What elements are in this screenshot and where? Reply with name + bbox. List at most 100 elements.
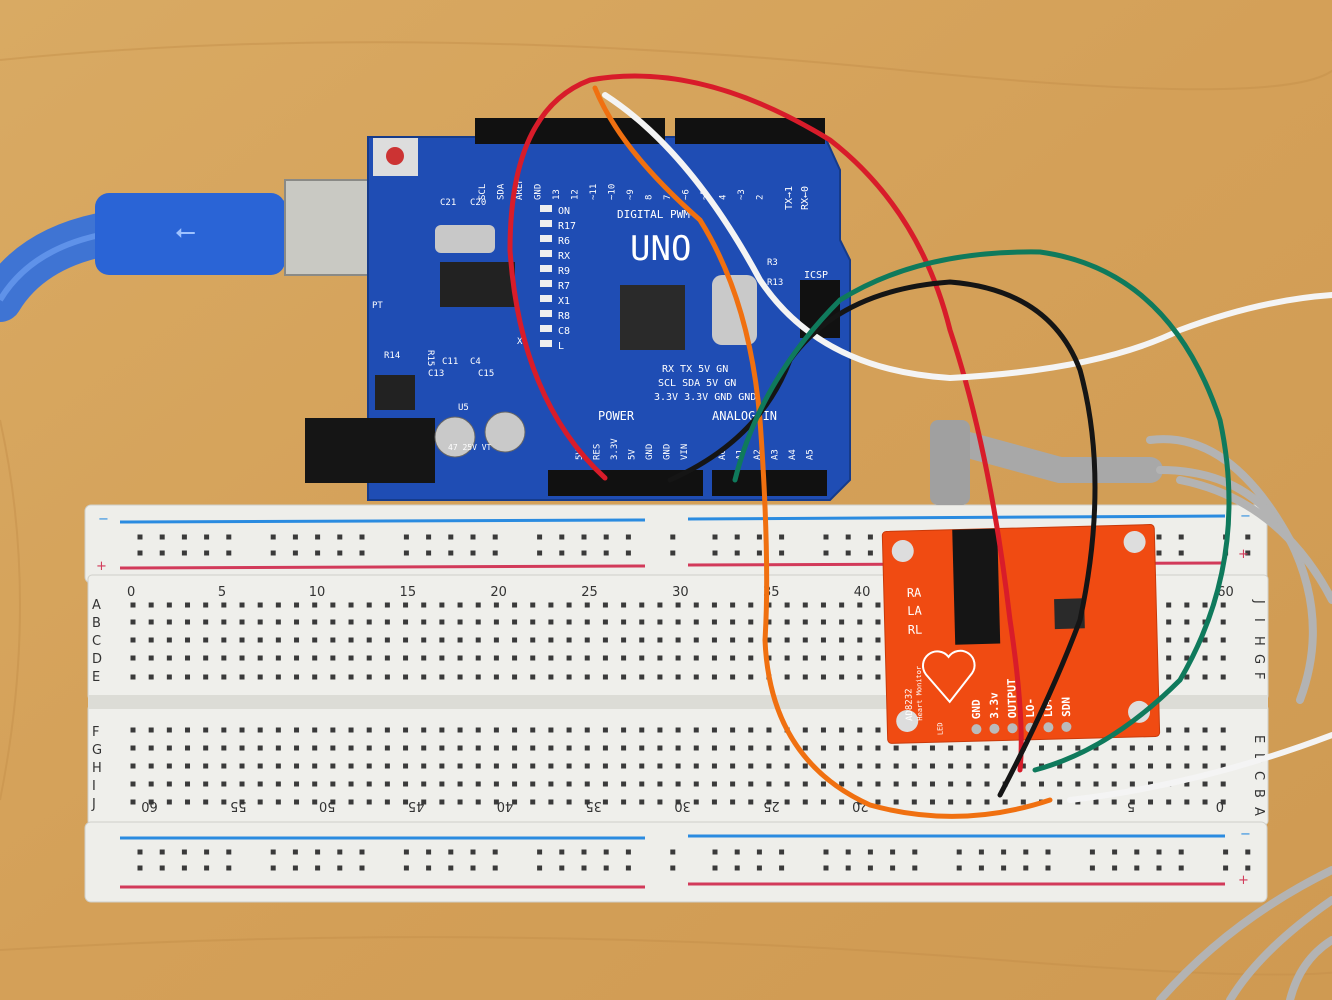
breadboard-hole[interactable] (984, 781, 990, 787)
breadboard-hole[interactable] (148, 727, 154, 733)
rail-hole[interactable] (359, 865, 365, 871)
breadboard-hole[interactable] (621, 799, 627, 805)
breadboard-hole[interactable] (475, 619, 481, 625)
breadboard-hole[interactable] (802, 745, 808, 751)
breadboard-hole[interactable] (893, 745, 899, 751)
breadboard-hole[interactable] (130, 745, 136, 751)
breadboard-hole[interactable] (548, 655, 554, 661)
breadboard-hole[interactable] (421, 781, 427, 787)
breadboard-hole[interactable] (366, 619, 372, 625)
rail-hole[interactable] (581, 550, 587, 556)
breadboard-hole[interactable] (348, 727, 354, 733)
breadboard-hole[interactable] (312, 674, 318, 680)
breadboard-hole[interactable] (166, 781, 172, 787)
rail-hole[interactable] (292, 534, 298, 540)
rail-hole[interactable] (403, 550, 409, 556)
breadboard-hole[interactable] (257, 763, 263, 769)
breadboard-hole[interactable] (639, 727, 645, 733)
breadboard-hole[interactable] (439, 799, 445, 805)
breadboard-hole[interactable] (348, 602, 354, 608)
breadboard-hole[interactable] (457, 799, 463, 805)
breadboard-hole[interactable] (1148, 745, 1154, 751)
breadboard-hole[interactable] (512, 781, 518, 787)
breadboard-hole[interactable] (1220, 781, 1226, 787)
breadboard-hole[interactable] (948, 799, 954, 805)
breadboard-hole[interactable] (584, 781, 590, 787)
breadboard-hole[interactable] (239, 674, 245, 680)
rail-hole[interactable] (1245, 550, 1251, 556)
rail-hole[interactable] (448, 534, 454, 540)
breadboard-hole[interactable] (275, 602, 281, 608)
rail-hole[interactable] (537, 849, 543, 855)
rail-hole[interactable] (1178, 550, 1184, 556)
breadboard-hole[interactable] (330, 674, 336, 680)
rail-hole[interactable] (559, 550, 565, 556)
breadboard-hole[interactable] (893, 781, 899, 787)
breadboard-hole[interactable] (693, 727, 699, 733)
breadboard-hole[interactable] (1184, 727, 1190, 733)
breadboard-hole[interactable] (784, 799, 790, 805)
breadboard-hole[interactable] (384, 674, 390, 680)
rail-hole[interactable] (890, 849, 896, 855)
breadboard-hole[interactable] (512, 619, 518, 625)
breadboard-hole[interactable] (748, 637, 754, 643)
breadboard-hole[interactable] (457, 655, 463, 661)
breadboard-hole[interactable] (548, 674, 554, 680)
breadboard-hole[interactable] (929, 745, 935, 751)
breadboard-hole[interactable] (693, 745, 699, 751)
breadboard-hole[interactable] (639, 637, 645, 643)
breadboard-hole[interactable] (857, 745, 863, 751)
breadboard-hole[interactable] (802, 602, 808, 608)
rail-hole[interactable] (581, 849, 587, 855)
breadboard-hole[interactable] (512, 637, 518, 643)
breadboard-hole[interactable] (439, 727, 445, 733)
breadboard-hole[interactable] (384, 637, 390, 643)
breadboard-hole[interactable] (693, 655, 699, 661)
breadboard-hole[interactable] (1220, 602, 1226, 608)
breadboard-hole[interactable] (584, 763, 590, 769)
breadboard-hole[interactable] (294, 799, 300, 805)
breadboard-hole[interactable] (493, 763, 499, 769)
breadboard-hole[interactable] (657, 619, 663, 625)
breadboard-hole[interactable] (748, 745, 754, 751)
breadboard-hole[interactable] (893, 763, 899, 769)
breadboard-hole[interactable] (1093, 763, 1099, 769)
breadboard-hole[interactable] (548, 781, 554, 787)
rail-hole[interactable] (470, 550, 476, 556)
breadboard-hole[interactable] (257, 745, 263, 751)
breadboard-hole[interactable] (239, 727, 245, 733)
rail-hole[interactable] (845, 865, 851, 871)
breadboard-hole[interactable] (384, 619, 390, 625)
breadboard-hole[interactable] (257, 637, 263, 643)
rail-hole[interactable] (756, 849, 762, 855)
breadboard-hole[interactable] (1057, 745, 1063, 751)
breadboard-hole[interactable] (439, 674, 445, 680)
breadboard-hole[interactable] (839, 655, 845, 661)
breadboard-hole[interactable] (384, 602, 390, 608)
breadboard-hole[interactable] (1129, 763, 1135, 769)
breadboard-hole[interactable] (421, 619, 427, 625)
breadboard-hole[interactable] (748, 781, 754, 787)
breadboard-hole[interactable] (493, 619, 499, 625)
breadboard-hole[interactable] (1093, 745, 1099, 751)
rail-hole[interactable] (537, 550, 543, 556)
breadboard-hole[interactable] (366, 655, 372, 661)
breadboard-hole[interactable] (348, 799, 354, 805)
breadboard-hole[interactable] (857, 619, 863, 625)
breadboard-hole[interactable] (275, 727, 281, 733)
rail-hole[interactable] (912, 849, 918, 855)
breadboard-hole[interactable] (312, 799, 318, 805)
breadboard-hole[interactable] (275, 637, 281, 643)
rail-hole[interactable] (1089, 865, 1095, 871)
breadboard-hole[interactable] (966, 781, 972, 787)
rail-hole[interactable] (603, 865, 609, 871)
breadboard-hole[interactable] (1129, 781, 1135, 787)
breadboard-hole[interactable] (621, 727, 627, 733)
breadboard-hole[interactable] (403, 799, 409, 805)
breadboard-hole[interactable] (294, 745, 300, 751)
rail-hole[interactable] (270, 534, 276, 540)
rail-hole[interactable] (912, 865, 918, 871)
breadboard-hole[interactable] (366, 637, 372, 643)
rail-hole[interactable] (315, 534, 321, 540)
breadboard-hole[interactable] (948, 781, 954, 787)
